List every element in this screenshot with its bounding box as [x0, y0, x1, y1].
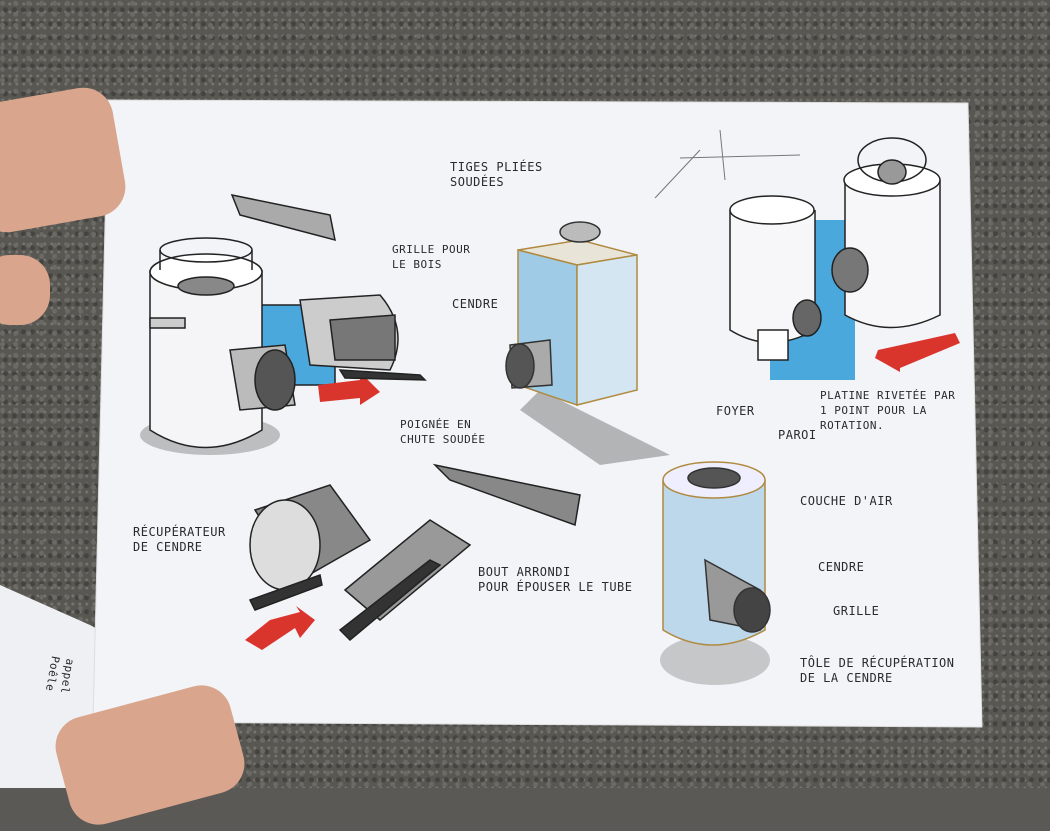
label-second-sheet: appel Poêle	[42, 655, 77, 695]
label-poignee: Poignée en chute soudée	[400, 418, 486, 446]
label-grille-bois: Grille pour le bois	[392, 243, 471, 271]
label-recuperateur: Récupérateur de cendre	[133, 525, 226, 554]
label-grille: Grille	[833, 604, 880, 618]
stove-drawing-square	[505, 221, 670, 465]
label-tiges: Tiges pliées soudées	[450, 160, 543, 189]
label-cendre-right: Cendre	[818, 560, 865, 574]
hand-left	[0, 255, 50, 325]
red-arrow-drawer	[245, 606, 315, 650]
stove-drawing-rotating	[729, 137, 941, 380]
label-foyer: Foyer	[716, 404, 755, 418]
label-platine: Platine rivetée par 1 point pour la rota…	[820, 389, 956, 432]
label-bout-arrondi: Bout arrondi pour épouser le tube	[478, 565, 633, 594]
rounded-end-drawing	[338, 463, 581, 642]
label-couche-air: Couche d'air	[800, 494, 893, 508]
label-tole: Tôle de récupération de la cendre	[800, 656, 955, 685]
construction-lines	[654, 129, 801, 199]
stove-drawing-cutaway	[660, 461, 771, 685]
red-arrow	[318, 372, 380, 405]
ash-drawer-drawing	[248, 484, 372, 611]
drawer-drawing	[299, 294, 427, 381]
label-cendre-top: Cendre	[452, 297, 499, 311]
red-arrow-rotation	[875, 333, 960, 372]
label-paroi: Paroi	[778, 428, 817, 442]
sketch-sheet	[0, 99, 983, 788]
